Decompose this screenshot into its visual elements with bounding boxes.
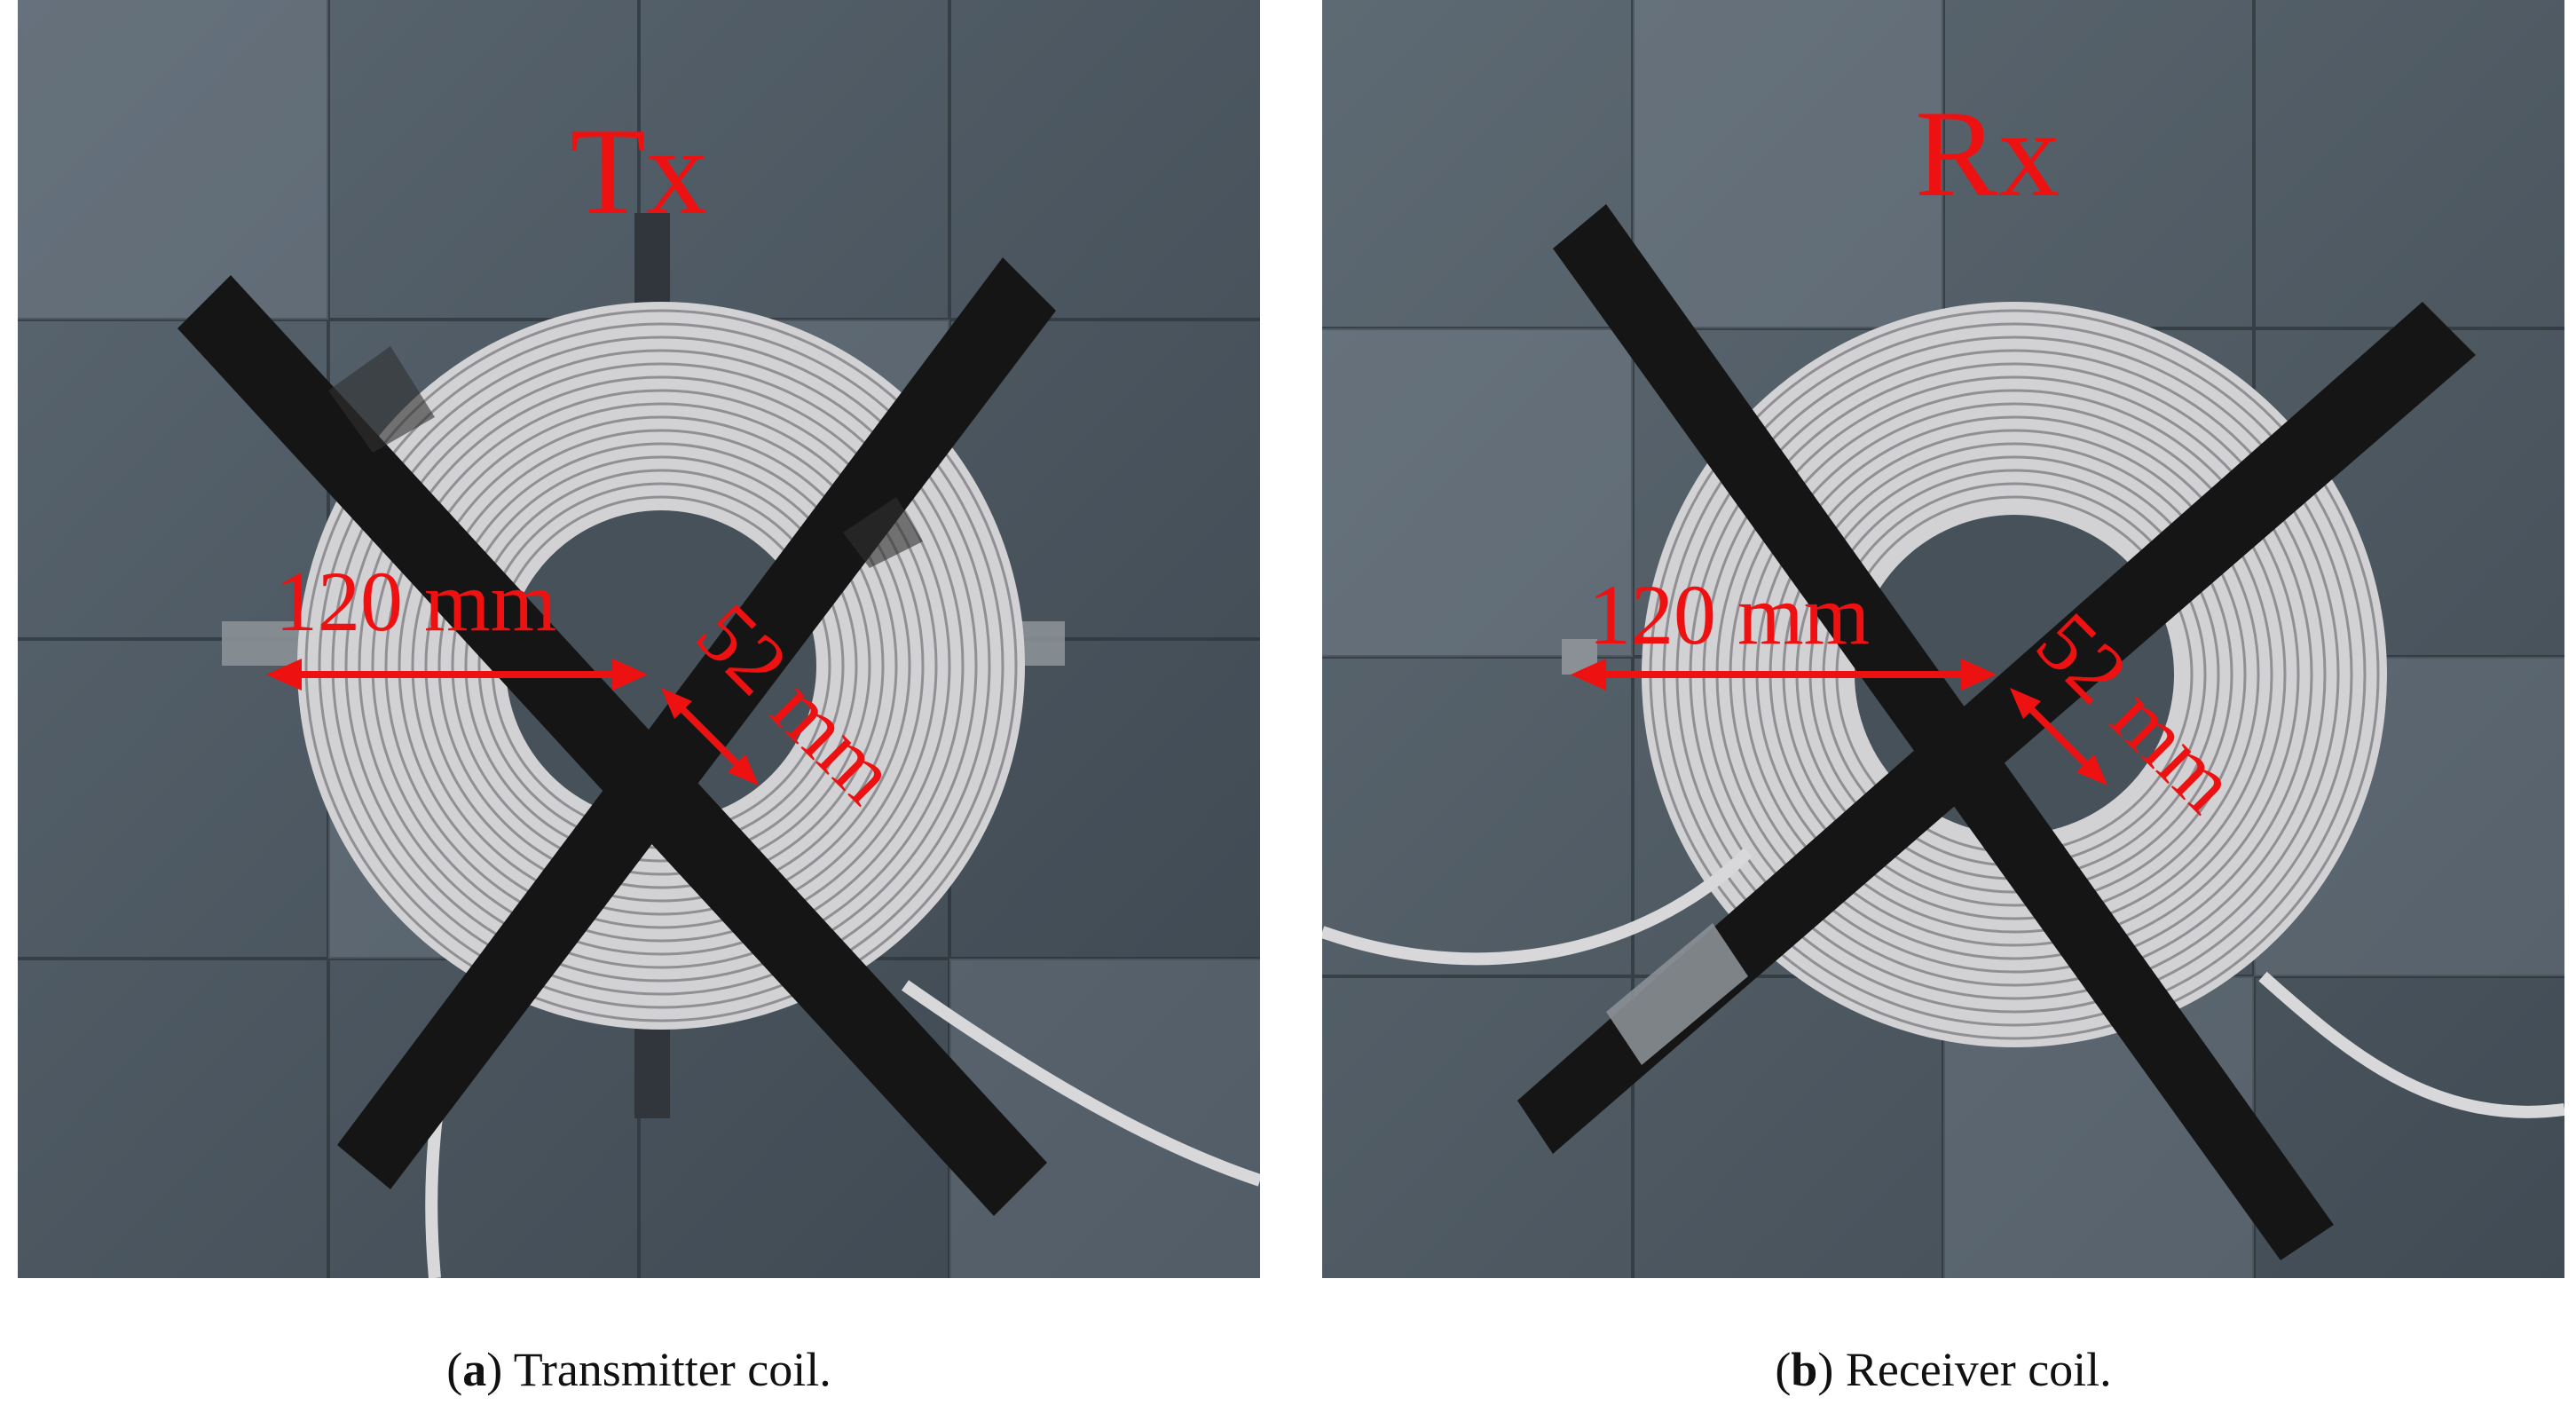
caption-text: Receiver coil. (1833, 1343, 2112, 1396)
caption-letter: b (1791, 1343, 1818, 1396)
dimension-outer-arrow (266, 659, 648, 691)
dimension-outer-arrow (1571, 659, 1997, 691)
panel-receiver: Rx 120 mm 52 mm (1322, 0, 2564, 1278)
panel-transmitter: Tx 120 mm 52 mm (18, 0, 1260, 1278)
caption-receiver: (b) Receiver coil. (1775, 1343, 2112, 1396)
coil-label-rx: Rx (1915, 85, 2060, 223)
dimension-inner-arrow (661, 688, 759, 785)
dimension-inner-arrow (2010, 688, 2107, 785)
tape-strips (1517, 204, 2476, 1260)
receiver-photo: Rx 120 mm 52 mm (1322, 0, 2564, 1278)
caption-text: Transmitter coil. (502, 1343, 831, 1396)
dimension-outer-label: 120 mm (275, 554, 556, 649)
caption-letter: a (462, 1343, 487, 1396)
coil-label-tx: Tx (570, 103, 708, 241)
transmitter-photo: Tx 120 mm 52 mm (18, 0, 1260, 1278)
caption-transmitter: (a) Transmitter coil. (446, 1343, 831, 1396)
dimension-outer-label: 120 mm (1588, 567, 1870, 662)
